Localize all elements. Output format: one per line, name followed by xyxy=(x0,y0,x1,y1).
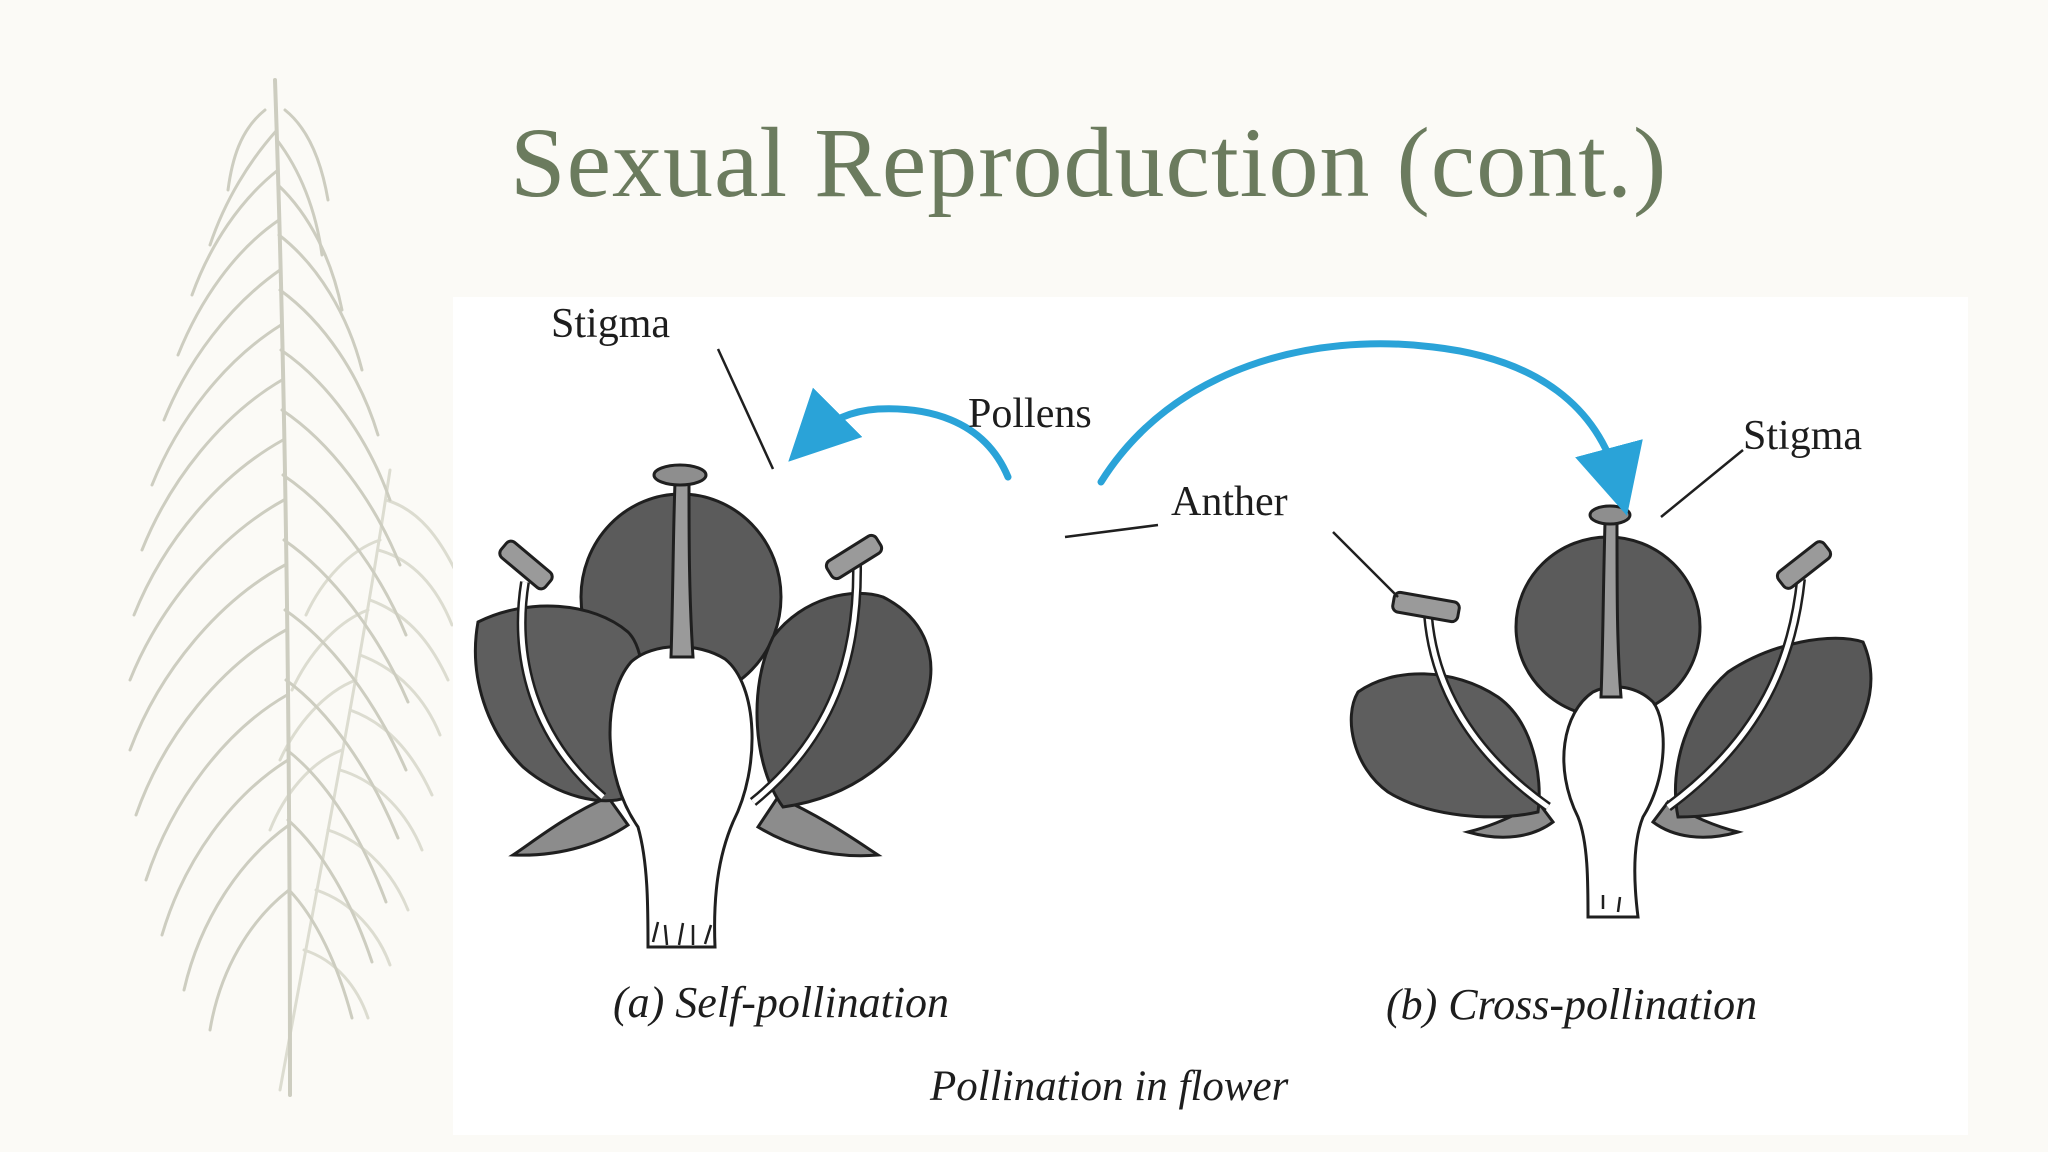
anther-right-leader xyxy=(1332,531,1399,598)
stigma-left-leader xyxy=(716,348,775,470)
cross-pollination-arrow xyxy=(1097,340,1643,516)
pollination-illustration: Stigma Pollens Anther Stigma (a) Self-po… xyxy=(473,301,1873,1110)
anther-left-leader xyxy=(1064,523,1159,539)
cross-pollination-flower xyxy=(1349,504,1873,919)
stigma-right-leader xyxy=(1660,449,1744,518)
stigma-right-label: Stigma xyxy=(1743,413,1862,459)
figure-caption: Pollination in flower xyxy=(929,1063,1289,1110)
self-pollination-flower xyxy=(473,463,933,949)
self-pollination-caption: (a) Self-pollination xyxy=(613,978,949,1027)
slide-title: Sexual Reproduction (cont.) xyxy=(510,107,1668,218)
pollens-label: Pollens xyxy=(968,391,1092,437)
self-pollination-arrow xyxy=(788,387,1012,481)
pollination-diagram: Stigma Pollens Anther Stigma (a) Self-po… xyxy=(453,297,1968,1135)
feather-icon xyxy=(128,78,457,1097)
anther-label: Anther xyxy=(1171,479,1288,525)
cross-pollination-caption: (b) Cross-pollination xyxy=(1386,980,1757,1029)
stigma-left-label: Stigma xyxy=(551,301,670,347)
